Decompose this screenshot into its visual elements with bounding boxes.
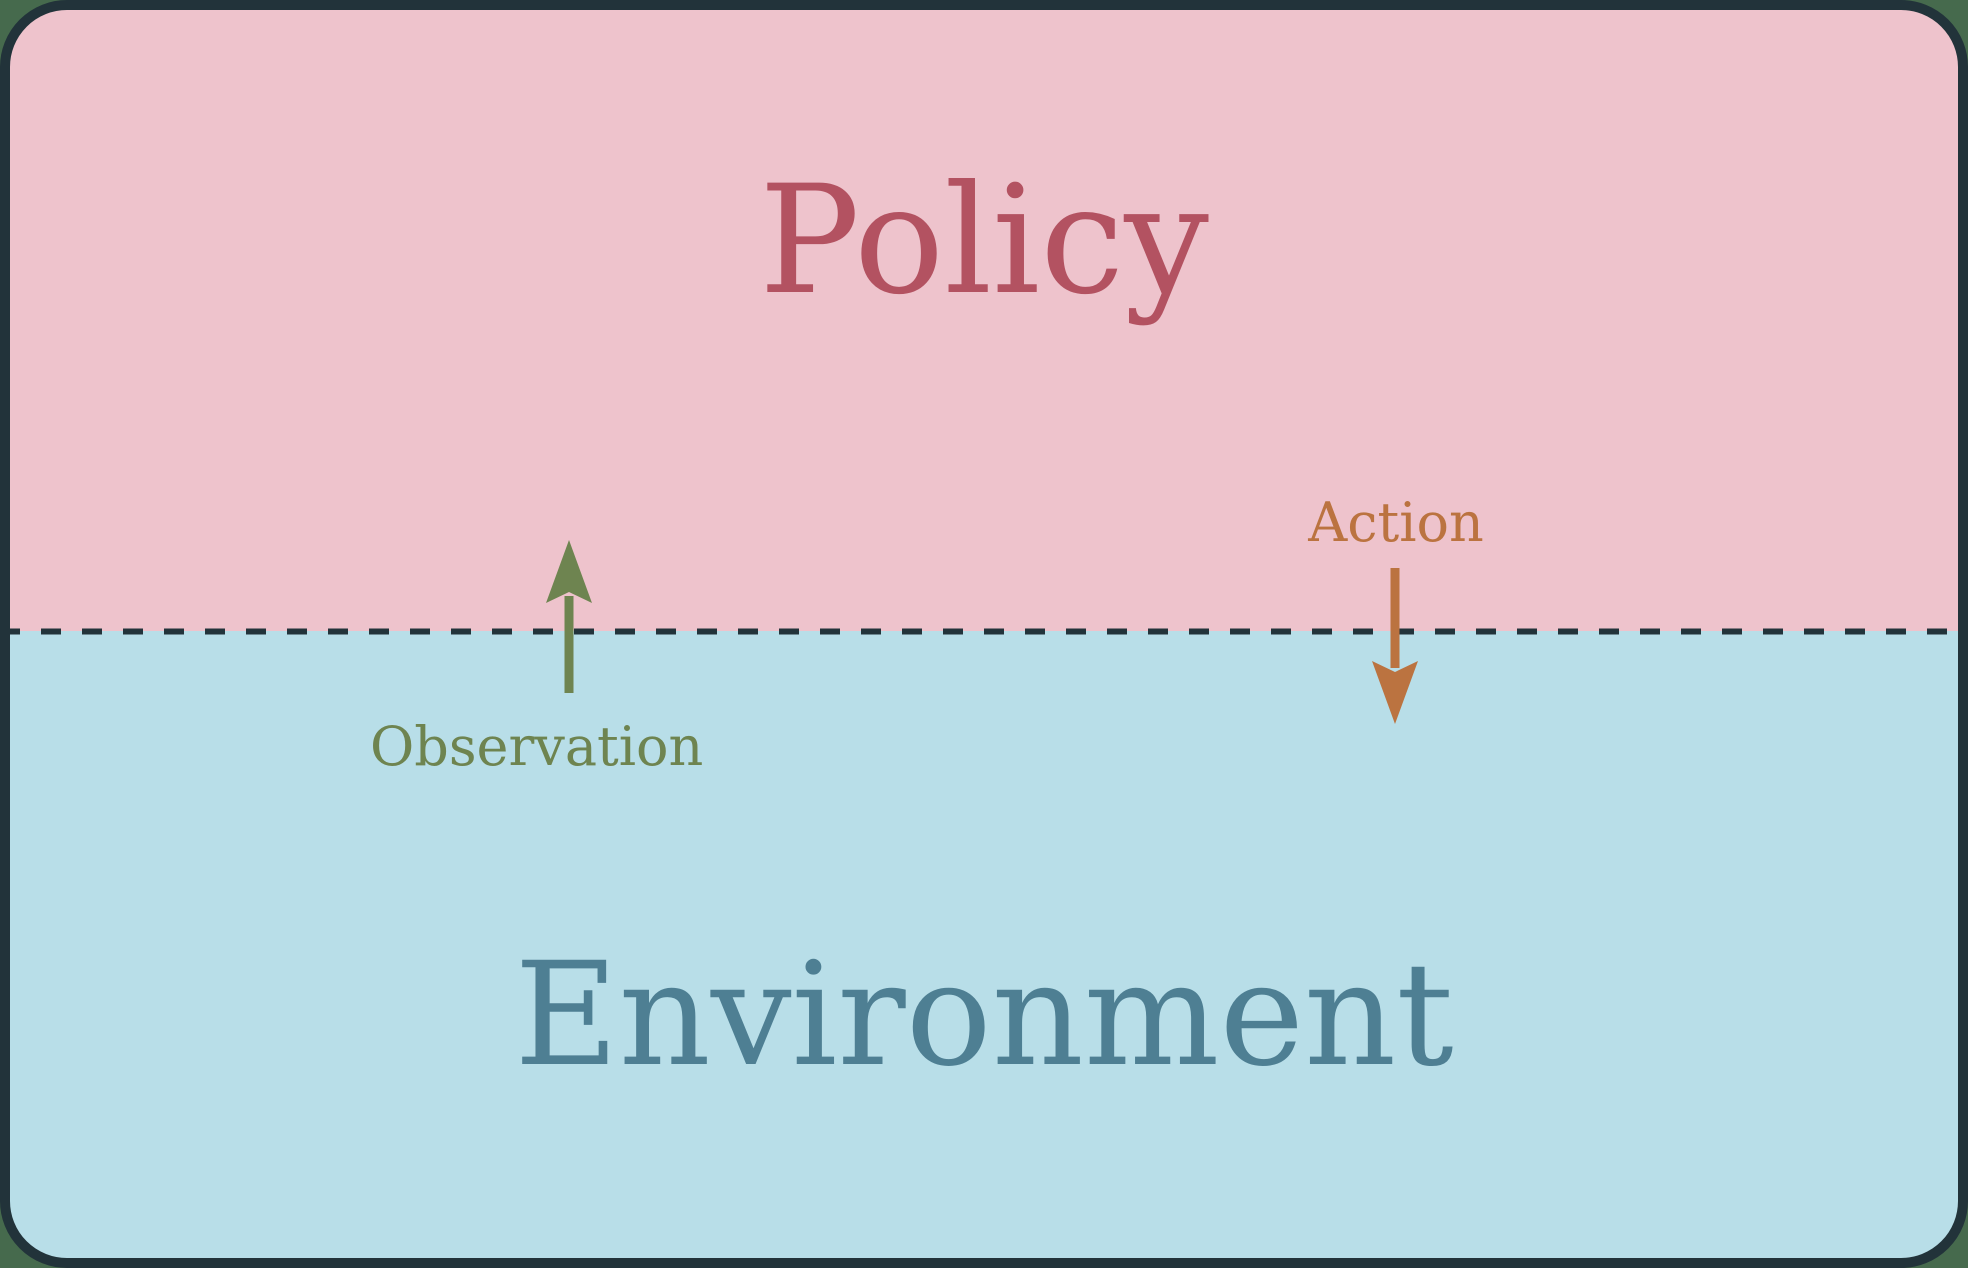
environment-region-fill [5,631,1963,1263]
action-label: Action [1307,491,1484,554]
environment-region-title: Environment [514,931,1453,1098]
action-arrow [1372,568,1418,724]
policy-region-fill [5,5,1963,631]
policy-region-title: Policy [759,154,1209,328]
action-arrow-head [1372,661,1418,724]
observation-label: Observation [370,715,703,778]
observation-arrow [546,540,592,693]
observation-arrow-head [546,540,592,603]
